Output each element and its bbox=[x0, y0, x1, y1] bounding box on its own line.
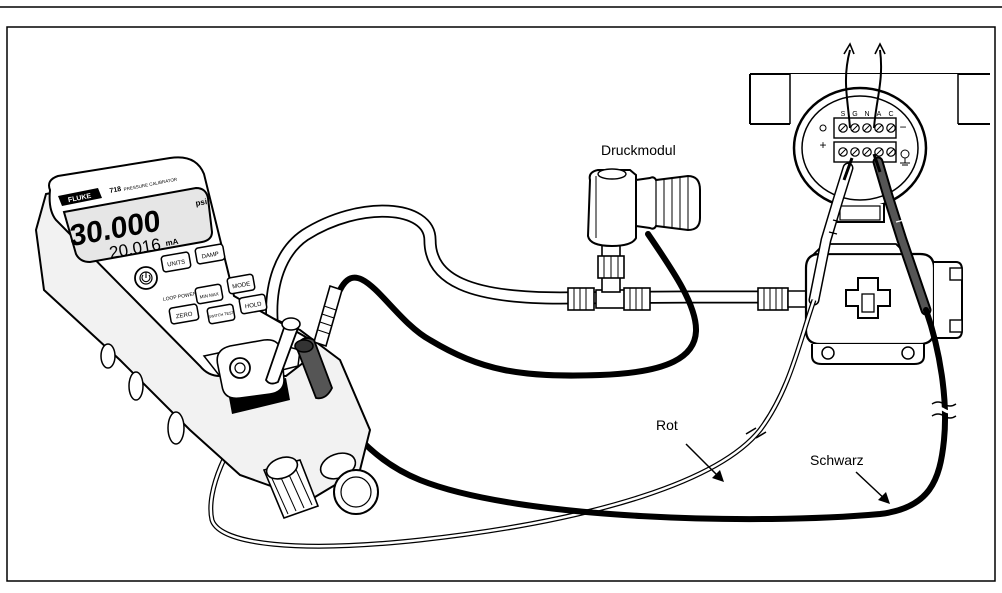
black-lead-label: Schwarz bbox=[810, 452, 864, 468]
terminal-screw-slot bbox=[851, 124, 859, 132]
brand-label: FLUKE bbox=[68, 193, 93, 204]
terminal-label-c: C bbox=[888, 111, 893, 118]
display-primary-unit: psi bbox=[195, 197, 208, 208]
terminal-screw-slot bbox=[839, 124, 847, 132]
switch-test-button-label: SWITCH TEST bbox=[208, 311, 235, 320]
black-lead-wire bbox=[315, 307, 957, 523]
red-test-probe bbox=[808, 157, 854, 306]
red-lead-plug bbox=[265, 317, 301, 385]
terminal-label-a: A bbox=[877, 111, 882, 118]
mode-button-label: MODE bbox=[232, 281, 251, 290]
vernier-knob[interactable] bbox=[317, 449, 379, 515]
terminal-screw-slot bbox=[887, 148, 895, 156]
terminal-label-n: N bbox=[864, 111, 869, 118]
red-lead-label: Rot bbox=[656, 417, 678, 433]
transmitter: S G N A C + − bbox=[749, 73, 990, 365]
min-max-button-label: MIN MAX bbox=[199, 291, 219, 299]
plus-sign: + bbox=[819, 138, 826, 152]
figure-frame bbox=[6, 26, 996, 582]
pressure-hose bbox=[265, 204, 827, 327]
terminal-screw-slot bbox=[875, 124, 883, 132]
black-test-probe bbox=[872, 153, 932, 316]
zero-button[interactable]: ZERO bbox=[168, 303, 200, 325]
terminal-screw-slot bbox=[887, 124, 895, 132]
hold-button[interactable]: HOLD bbox=[238, 293, 268, 315]
units-button[interactable]: UNITS bbox=[160, 251, 192, 273]
pump-knob[interactable] bbox=[262, 453, 320, 520]
hose-fitting-left bbox=[567, 287, 595, 311]
red-lead-callout bbox=[685, 443, 724, 482]
power-icon bbox=[141, 272, 151, 283]
terminal-screw-slot bbox=[851, 148, 859, 156]
power-button[interactable] bbox=[134, 266, 158, 290]
hold-button-label: HOLD bbox=[245, 301, 263, 310]
hose-tee-fitting bbox=[595, 287, 651, 311]
pressure-module-label: Druckmodul bbox=[601, 142, 676, 158]
mode-button[interactable]: MODE bbox=[226, 273, 256, 295]
module-cable bbox=[337, 231, 699, 379]
terminal-label-s: S bbox=[841, 111, 846, 118]
hose-fitting-right bbox=[757, 287, 807, 311]
units-button-label: UNITS bbox=[167, 259, 186, 268]
terminal-label-g: G bbox=[852, 111, 857, 118]
terminal-screw-slot bbox=[875, 148, 883, 156]
minus-sign: − bbox=[899, 120, 906, 134]
terminal-screw-slot bbox=[863, 124, 871, 132]
terminal-screw-slot bbox=[863, 148, 871, 156]
pressure-module bbox=[586, 168, 701, 293]
model-label: 718 bbox=[109, 186, 122, 195]
black-lead-plug bbox=[294, 337, 333, 400]
min-max-button[interactable]: MIN MAX bbox=[194, 283, 224, 305]
terminal-screw-slot bbox=[839, 148, 847, 156]
pressure-module-plug bbox=[313, 284, 343, 348]
switch-test-button[interactable]: SWITCH TEST bbox=[206, 303, 236, 325]
black-lead-callout bbox=[855, 471, 890, 504]
display-secondary-unit: mA bbox=[165, 237, 179, 248]
zero-button-label: ZERO bbox=[176, 312, 194, 321]
damp-button-label: DAMP bbox=[201, 252, 219, 261]
signal-leads bbox=[843, 42, 886, 129]
fluke-calibrator: FLUKE 718 PRESSURE CALIBRATOR 30.000 psi… bbox=[34, 156, 379, 520]
loop-power-label: LOOP POWER bbox=[163, 291, 198, 303]
terminal-screws bbox=[838, 123, 896, 157]
damp-button[interactable]: DAMP bbox=[194, 243, 226, 265]
ground-icon bbox=[900, 149, 910, 166]
